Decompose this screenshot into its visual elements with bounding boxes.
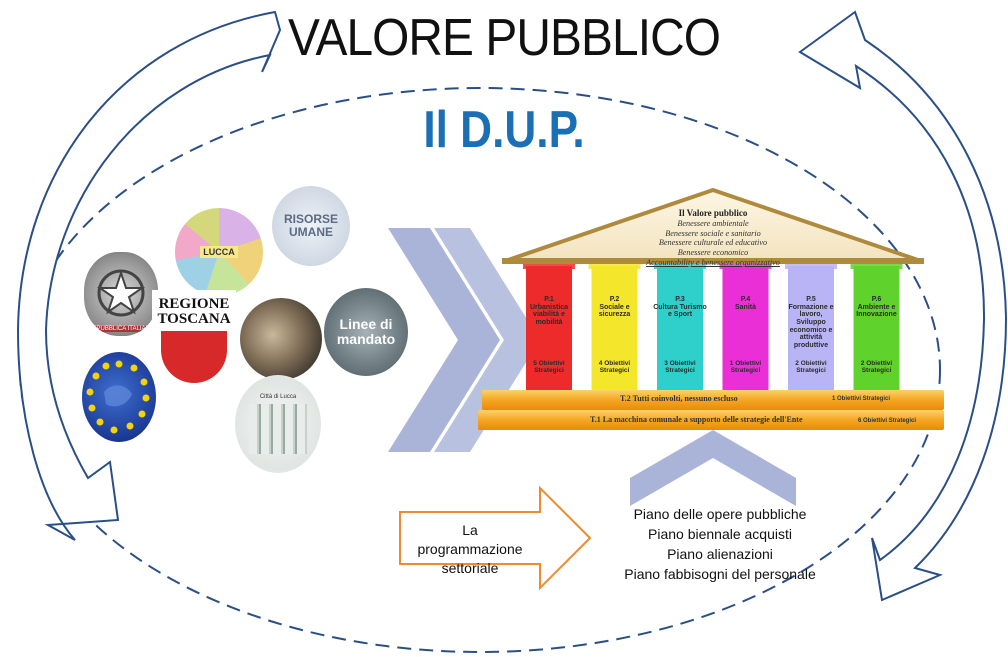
roof-line: Accountability e benessere organizzativo	[646, 258, 780, 268]
regione-toscana-logo: REGIONE TOSCANA	[152, 290, 236, 390]
pillar-code: P.3	[675, 296, 685, 303]
base-step-t1	[478, 410, 944, 430]
citta-label: Città di Lucca	[259, 394, 297, 400]
pillar-objectives-count: 3 Obiettivi Strategici	[664, 360, 696, 375]
pillar-objectives-count: 4 Obiettivi Strategici	[598, 360, 631, 375]
risorse-umane-wordcloud: RISORSE UMANE	[272, 186, 350, 266]
pillar-name: Urbanistica viabilità e mobilità	[529, 303, 569, 327]
pillar-capital	[785, 264, 837, 269]
pegasus-shield	[161, 331, 227, 383]
pillar-4	[722, 266, 769, 390]
pillar-name: Cultura Turismo e Sport	[653, 303, 707, 319]
europe-map-image	[82, 352, 156, 442]
regione-label: REGIONE TOSCANA	[157, 296, 231, 327]
pillar-code: P.2	[609, 296, 620, 303]
citta-di-lucca-documents: Città di Lucca	[235, 375, 321, 473]
pillar-objectives-count: 5 Obiettivi Strategici	[533, 360, 565, 375]
document-thumbnails	[249, 404, 307, 454]
roof-beam	[502, 258, 924, 264]
dup-title: Il D.U.P.	[423, 101, 585, 159]
plan-item: Piano alienazioni	[667, 546, 773, 562]
plan-item: Piano delle opere pubbliche	[633, 506, 807, 522]
pillar-name: Formazione e lavoro, Sviluppo economico …	[788, 303, 834, 350]
pillar-objectives-count: 2 Obiettivi Strategici	[795, 360, 827, 375]
pillar-capital	[588, 264, 641, 269]
linee-label: Linee di mandato	[336, 315, 396, 347]
eu-stars-icon	[86, 360, 150, 434]
pillar-6	[853, 266, 900, 390]
pillar-3	[657, 266, 703, 390]
repubblica-emblem-image: REPUBBLICA ITALIANA	[84, 252, 158, 336]
base-t2-label: T.2 Tutti coinvolti, nessuno escluso	[620, 394, 738, 403]
plan-item: Piano biennale acquisti	[648, 526, 792, 542]
roof-line: Benessere ambientale	[677, 218, 749, 228]
right-cycle-arrow	[798, 10, 1008, 602]
roof-text-block: Il Valore pubblico Benessere ambientale …	[578, 208, 848, 268]
roof-title: Il Valore pubblico	[678, 208, 748, 218]
linee-mandato-image: Linee di mandato	[324, 288, 408, 376]
plans-list: Piano delle opere pubbliche Piano bienna…	[610, 504, 830, 584]
pillar-name: Ambiente e Innovazione	[856, 303, 897, 319]
left-cycle-arrow	[16, 10, 282, 541]
coins-image	[240, 298, 322, 380]
base-t1-count: 6 Obiettivi Strategici	[858, 418, 917, 424]
base-step-t2	[482, 390, 944, 410]
lucca-map-image: LUCCA	[175, 208, 263, 296]
pillar-objectives-count: 2 Obiettivi Strategici	[860, 360, 893, 375]
pillar-capital	[523, 264, 575, 269]
pillar-capital	[654, 264, 706, 269]
pillar-code: P.6	[871, 296, 882, 303]
pillar-1	[526, 266, 572, 390]
pillar-code: P.4	[740, 296, 751, 303]
base-t1-label: T.1 La macchina comunale a supporto dell…	[590, 415, 803, 424]
programmazione-label: La programmazione settoriale	[417, 522, 523, 576]
main-title: VALORE PUBBLICO	[288, 9, 721, 67]
lucca-label: LUCCA	[200, 246, 238, 258]
emblem-caption: REPUBBLICA ITALIANA	[84, 326, 158, 332]
temple-diagram	[478, 188, 944, 430]
pillar-2	[591, 266, 638, 390]
pillar-5	[788, 266, 834, 390]
chevron-right-icon	[388, 228, 500, 452]
pillar-code: P.5	[806, 296, 816, 303]
pillar-name: Sociale e sicurezza	[598, 303, 631, 319]
pillar-name: Sanità	[734, 303, 756, 311]
orange-arrow-outline	[399, 485, 592, 591]
dashed-ellipse	[19, 87, 941, 653]
roof-line: Benessere economico	[677, 248, 749, 258]
pillar-capital	[850, 264, 903, 269]
star-icon	[96, 269, 146, 317]
chevron-up-icon	[630, 430, 796, 506]
roof-line: Benessere culturale ed educativo	[658, 238, 768, 248]
pillar-objectives-count: 1 Obiettivi Strategici	[729, 360, 762, 375]
roof-line: Benessere sociale e sanitario	[665, 228, 761, 238]
base-t2-count: 1 Obiettivi Strategici	[832, 396, 891, 402]
pillar-code: P.1	[544, 296, 554, 303]
plan-item: Piano fabbisogni del personale	[624, 566, 816, 582]
risorse-label: RISORSE UMANE	[283, 211, 338, 239]
pillar-capital	[719, 264, 772, 269]
